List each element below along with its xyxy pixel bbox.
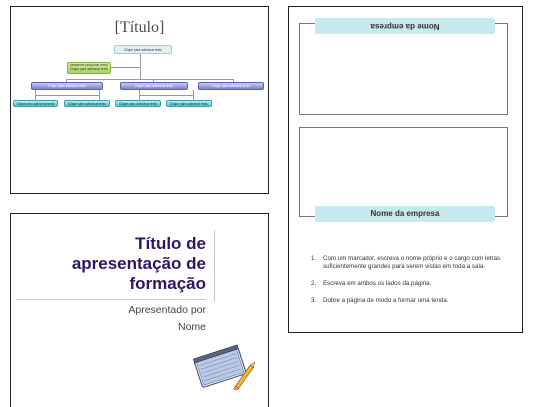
assistant-box-text: Clique para adicionar texto xyxy=(70,67,108,71)
instruction-number: 1. xyxy=(311,255,317,262)
instruction-item: 3. Dobre a página de modo a formar uma t… xyxy=(311,297,507,305)
connector-line xyxy=(66,79,67,82)
instruction-number: 3. xyxy=(311,297,317,304)
org-mid-box[interactable]: Clique para adicionar texto xyxy=(31,82,103,90)
tent-lower-frame xyxy=(299,127,508,217)
title-divider xyxy=(16,299,206,300)
title-line: formação xyxy=(129,274,206,293)
instructions-list: 1. Com um marcador, escreva o nome própr… xyxy=(311,255,507,314)
name-tent-thumbnail[interactable]: Nome da empresa Nome da empresa 1. Com u… xyxy=(288,6,523,333)
connector-line xyxy=(99,90,100,100)
org-assistant-box[interactable]: Assistente (adicionar texto) Clique para… xyxy=(67,62,111,74)
notepad-pencil-icon xyxy=(192,344,256,390)
connector-line xyxy=(140,54,141,80)
org-chart-title: [Título] xyxy=(114,19,165,36)
org-low-box[interactable]: Clique para adicionar texto xyxy=(115,100,161,107)
connector-line xyxy=(66,79,234,80)
subtitle-line: Apresentado por xyxy=(128,304,206,316)
company-name-bar-flipped: Nome da empresa xyxy=(315,18,495,34)
org-chart-thumbnail[interactable]: [Título] Clique para adicionar texto Ass… xyxy=(10,6,269,194)
subtitle-line: Nome xyxy=(177,321,206,333)
connector-line xyxy=(153,79,154,82)
org-mid-box[interactable]: Clique para adicionar texto xyxy=(120,82,188,90)
org-low-box[interactable]: Clique para adicionar texto xyxy=(166,100,212,107)
instruction-text: Escreva em ambos os lados da página. xyxy=(323,280,432,287)
connector-line xyxy=(233,79,234,82)
title-line: apresentação de xyxy=(71,254,206,273)
instruction-item: 1. Com um marcador, escreva o nome própr… xyxy=(311,255,507,271)
org-top-box[interactable]: Clique para adicionar texto xyxy=(114,45,172,54)
slide-title: Título de apresentação de formação xyxy=(11,234,206,294)
tent-upper-frame xyxy=(299,23,508,115)
instruction-text: Dobre a página de modo a formar uma tend… xyxy=(323,297,449,304)
connector-line xyxy=(193,90,194,100)
instruction-number: 2. xyxy=(311,280,317,287)
assistant-box-title: Assistente (adicionar texto) xyxy=(69,63,109,67)
org-low-box[interactable]: Clique para adicionar texto xyxy=(64,100,110,107)
instruction-text: Com um marcador, escreva o nome próprio … xyxy=(323,255,501,270)
connector-line xyxy=(139,95,193,96)
connector-line xyxy=(109,67,140,68)
org-mid-box[interactable]: Clique para adicionar texto xyxy=(198,82,264,90)
connector-line xyxy=(35,95,99,96)
slide-subtitle: Apresentado por Nome xyxy=(11,302,206,336)
title-vertical-rule xyxy=(214,230,215,302)
title-line: Título de xyxy=(135,234,206,253)
company-name-bar: Nome da empresa xyxy=(315,206,495,222)
title-slide-thumbnail[interactable]: Título de apresentação de formação Apres… xyxy=(10,213,269,407)
instruction-item: 2. Escreva em ambos os lados da página. xyxy=(311,280,507,288)
org-low-box[interactable]: Clique para adicionar texto xyxy=(13,100,58,107)
